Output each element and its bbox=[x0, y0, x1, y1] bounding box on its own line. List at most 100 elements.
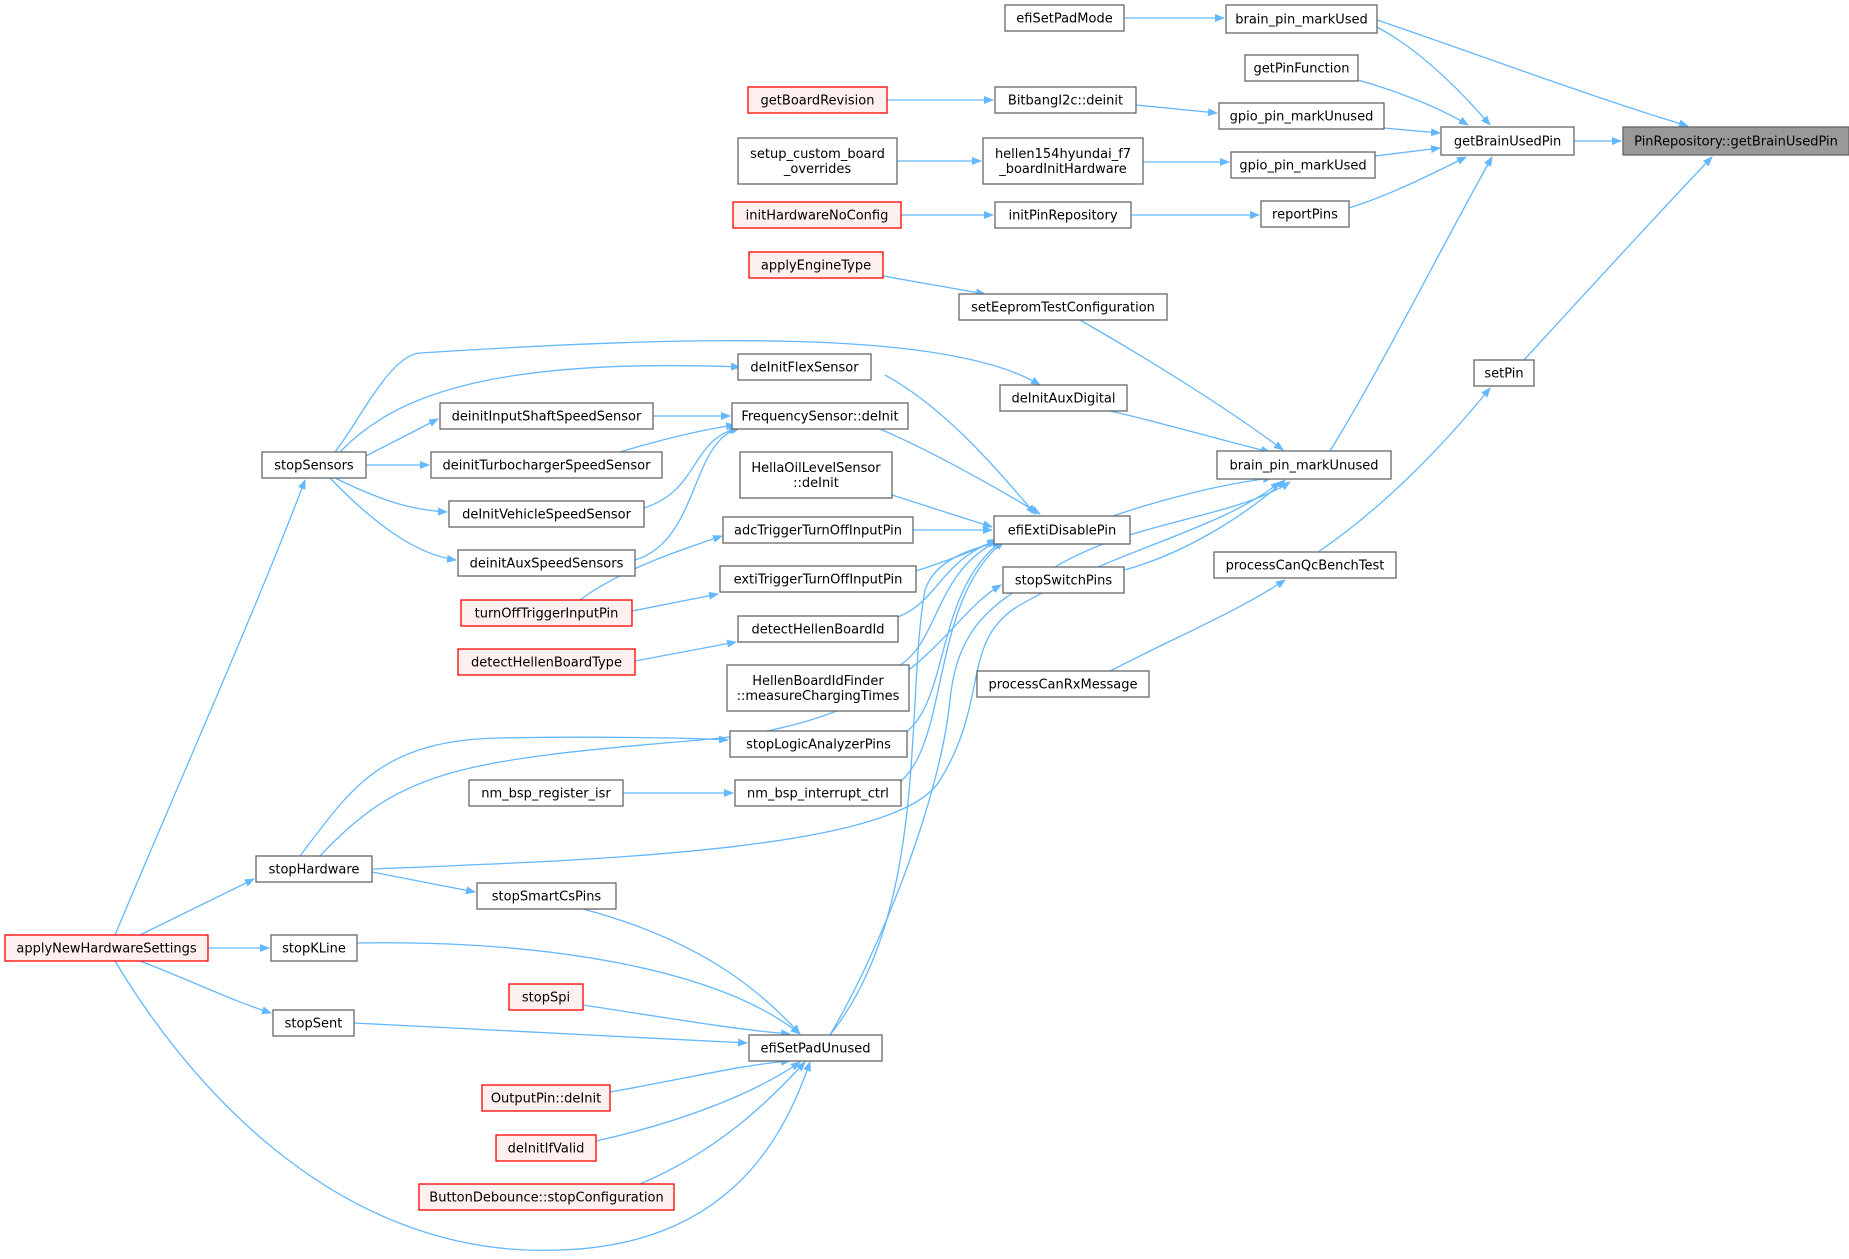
node-processCanRxMessage[interactable]: processCanRxMessage bbox=[976, 670, 1150, 698]
edge-line bbox=[365, 418, 439, 457]
node-deInitAuxDigital[interactable]: deInitAuxDigital bbox=[999, 384, 1128, 412]
node-box bbox=[457, 648, 636, 676]
node-brain_pin_markUnused[interactable]: brain_pin_markUnused bbox=[1216, 450, 1392, 480]
node-efiExtiDisablePin[interactable]: efiExtiDisablePin bbox=[993, 515, 1131, 545]
node-setup_custom_board[interactable]: setup_custom_board_overrides bbox=[737, 137, 898, 185]
node-extiTriggerTurnOffInputPin[interactable]: extiTriggerTurnOffInputPin bbox=[719, 565, 917, 593]
node-stopHardware[interactable]: stopHardware bbox=[255, 855, 373, 883]
edge-nm_bsp_interrupt_ctrl-to-efiExtiDisablePin bbox=[899, 540, 1005, 783]
node-label: applyNewHardwareSettings bbox=[16, 942, 196, 957]
edge-line bbox=[631, 591, 719, 612]
node-label: deInitIfValid bbox=[508, 1142, 585, 1157]
node-stopSwitchPins[interactable]: stopSwitchPins bbox=[1002, 566, 1125, 594]
edge-HellenBoardIdFinder-to-efiExtiDisablePin bbox=[899, 539, 1001, 666]
node-initPinRepository[interactable]: initPinRepository bbox=[994, 201, 1132, 229]
node-box bbox=[1218, 102, 1385, 130]
node-label: brain_pin_markUnused bbox=[1229, 459, 1378, 474]
node-brain_pin_markUsed[interactable]: brain_pin_markUsed bbox=[1225, 4, 1378, 34]
edge-line bbox=[1109, 579, 1286, 672]
node-deinitTurbochargerSpeedSensor[interactable]: deinitTurbochargerSpeedSensor bbox=[430, 451, 663, 479]
node-applyEngineType[interactable]: applyEngineType bbox=[748, 251, 884, 279]
node-getBoardRevision[interactable]: getBoardRevision bbox=[747, 86, 888, 114]
node-box bbox=[1230, 151, 1376, 179]
node-box bbox=[737, 137, 898, 185]
node-label: FrequencySensor::deInit bbox=[741, 410, 898, 425]
node-turnOffTriggerInputPin[interactable]: turnOffTriggerInputPin bbox=[460, 599, 633, 627]
edge-FrequencySensor_deInit-to-efiExtiDisablePin bbox=[879, 428, 1041, 515]
node-adcTriggerTurnOffInputPin[interactable]: adcTriggerTurnOffInputPin bbox=[722, 516, 914, 544]
node-label: processCanQcBenchTest bbox=[1226, 559, 1385, 574]
node-getPinFunction[interactable]: getPinFunction bbox=[1244, 54, 1359, 82]
node-deInitIfValid[interactable]: deInitIfValid bbox=[495, 1134, 597, 1162]
node-initHardwareNoConfig[interactable]: initHardwareNoConfig bbox=[732, 201, 902, 229]
node-label: efiSetPadUnused bbox=[760, 1042, 870, 1057]
node-getBrainUsedPin[interactable]: getBrainUsedPin bbox=[1440, 126, 1575, 156]
node-label: detectHellenBoardType bbox=[471, 656, 622, 671]
node-FrequencySensor_deInit[interactable]: FrequencySensor::deInit bbox=[731, 402, 909, 430]
node-stopSent[interactable]: stopSent bbox=[272, 1009, 355, 1037]
node-box bbox=[495, 1134, 597, 1162]
node-stopSmartCsPins[interactable]: stopSmartCsPins bbox=[476, 882, 617, 910]
node-stopSensors[interactable]: stopSensors bbox=[261, 451, 367, 479]
edge-line bbox=[891, 494, 993, 529]
node-detectHellenBoardId[interactable]: detectHellenBoardId bbox=[737, 615, 899, 643]
node-box bbox=[726, 664, 910, 712]
node-stopSpi[interactable]: stopSpi bbox=[508, 983, 584, 1011]
node-deInitFlexSensor[interactable]: deInitFlexSensor bbox=[737, 353, 872, 381]
node-label: deinitInputShaftSpeedSensor bbox=[452, 410, 642, 425]
edge-line bbox=[371, 871, 476, 895]
node-stopLogicAnalyzerPins[interactable]: stopLogicAnalyzerPins bbox=[729, 730, 908, 758]
node-box bbox=[4, 934, 209, 962]
node-efiSetPadMode[interactable]: efiSetPadMode bbox=[1004, 4, 1125, 32]
node-deInitVehicleSpeedSensor[interactable]: deInitVehicleSpeedSensor bbox=[448, 500, 645, 528]
node-box bbox=[460, 599, 633, 627]
node-stopKLine[interactable]: stopKLine bbox=[270, 934, 358, 962]
node-applyNewHardwareSettings[interactable]: applyNewHardwareSettings bbox=[4, 934, 209, 962]
nodes-layer: PinRepository::getBrainUsedPin getBrainUs… bbox=[4, 4, 1849, 1211]
edge-BitbangI2c_deinit-to-gpio_pin_markUnused bbox=[1135, 104, 1218, 117]
node-box bbox=[748, 251, 884, 279]
edge-setEepromTestConfiguration-to-brain_pin_markUnused bbox=[1079, 319, 1284, 451]
edge-line bbox=[139, 960, 272, 1015]
node-box bbox=[976, 670, 1150, 698]
edge-stopHardware-to-stopLogicAnalyzerPins bbox=[299, 735, 729, 857]
edge-processCanRxMessage-to-processCanQcBenchTest bbox=[1109, 579, 1286, 672]
node-nm_bsp_interrupt_ctrl[interactable]: nm_bsp_interrupt_ctrl bbox=[734, 779, 902, 807]
node-processCanQcBenchTest[interactable]: processCanQcBenchTest bbox=[1213, 551, 1397, 579]
node-label: nm_bsp_interrupt_ctrl bbox=[747, 787, 889, 802]
node-hellen154[interactable]: hellen154hyundai_f7_boardInitHardware bbox=[982, 137, 1144, 185]
node-label: setEepromTestConfiguration bbox=[971, 301, 1155, 316]
node-efiSetPadUnused[interactable]: efiSetPadUnused bbox=[748, 1034, 883, 1062]
node-deinitInputShaftSpeedSensor[interactable]: deinitInputShaftSpeedSensor bbox=[439, 402, 654, 430]
edge-line bbox=[1109, 410, 1271, 454]
node-box bbox=[1216, 450, 1392, 480]
node-deinitAuxSpeedSensors[interactable]: deinitAuxSpeedSensors bbox=[457, 549, 636, 577]
node-box bbox=[748, 1034, 883, 1062]
node-setEepromTestConfiguration[interactable]: setEepromTestConfiguration bbox=[958, 293, 1168, 321]
edge-deinitAuxSpeedSensors-to-FrequencySensor_deInit bbox=[634, 426, 741, 561]
node-HellaOilLevelSensor[interactable]: HellaOilLevelSensor::deInit bbox=[739, 451, 893, 499]
node-root[interactable]: PinRepository::getBrainUsedPin bbox=[1622, 126, 1849, 156]
edge-line bbox=[329, 477, 457, 563]
node-setPin[interactable]: setPin bbox=[1473, 359, 1535, 387]
node-gpio_pin_markUnused[interactable]: gpio_pin_markUnused bbox=[1218, 102, 1385, 130]
node-box bbox=[270, 934, 358, 962]
node-OutputPin_deInit[interactable]: OutputPin::deInit bbox=[481, 1084, 611, 1112]
edge-line bbox=[334, 477, 448, 516]
node-label: getPinFunction bbox=[1253, 62, 1349, 77]
node-ButtonDebounce[interactable]: ButtonDebounce::stopConfiguration bbox=[418, 1183, 675, 1211]
node-gpio_pin_markUsed[interactable]: gpio_pin_markUsed bbox=[1230, 151, 1376, 179]
node-HellenBoardIdFinder[interactable]: HellenBoardIdFinder::measureChargingTime… bbox=[726, 664, 910, 712]
edge-line bbox=[884, 374, 1036, 515]
node-label: getBrainUsedPin bbox=[1454, 135, 1561, 150]
node-BitbangI2c_deinit[interactable]: BitbangI2c::deinit bbox=[994, 86, 1137, 114]
edge-stopSensors-to-deInitAuxDigital bbox=[334, 340, 1041, 453]
node-label: brain_pin_markUsed bbox=[1235, 13, 1368, 28]
node-reportPins[interactable]: reportPins bbox=[1260, 200, 1350, 228]
edge-line bbox=[899, 540, 1005, 783]
node-nm_bsp_register_isr[interactable]: nm_bsp_register_isr bbox=[468, 779, 624, 807]
node-label: _overrides bbox=[783, 162, 851, 177]
node-detectHellenBoardType[interactable]: detectHellenBoardType bbox=[457, 648, 636, 676]
node-box bbox=[739, 451, 893, 499]
edge-line bbox=[299, 735, 729, 857]
